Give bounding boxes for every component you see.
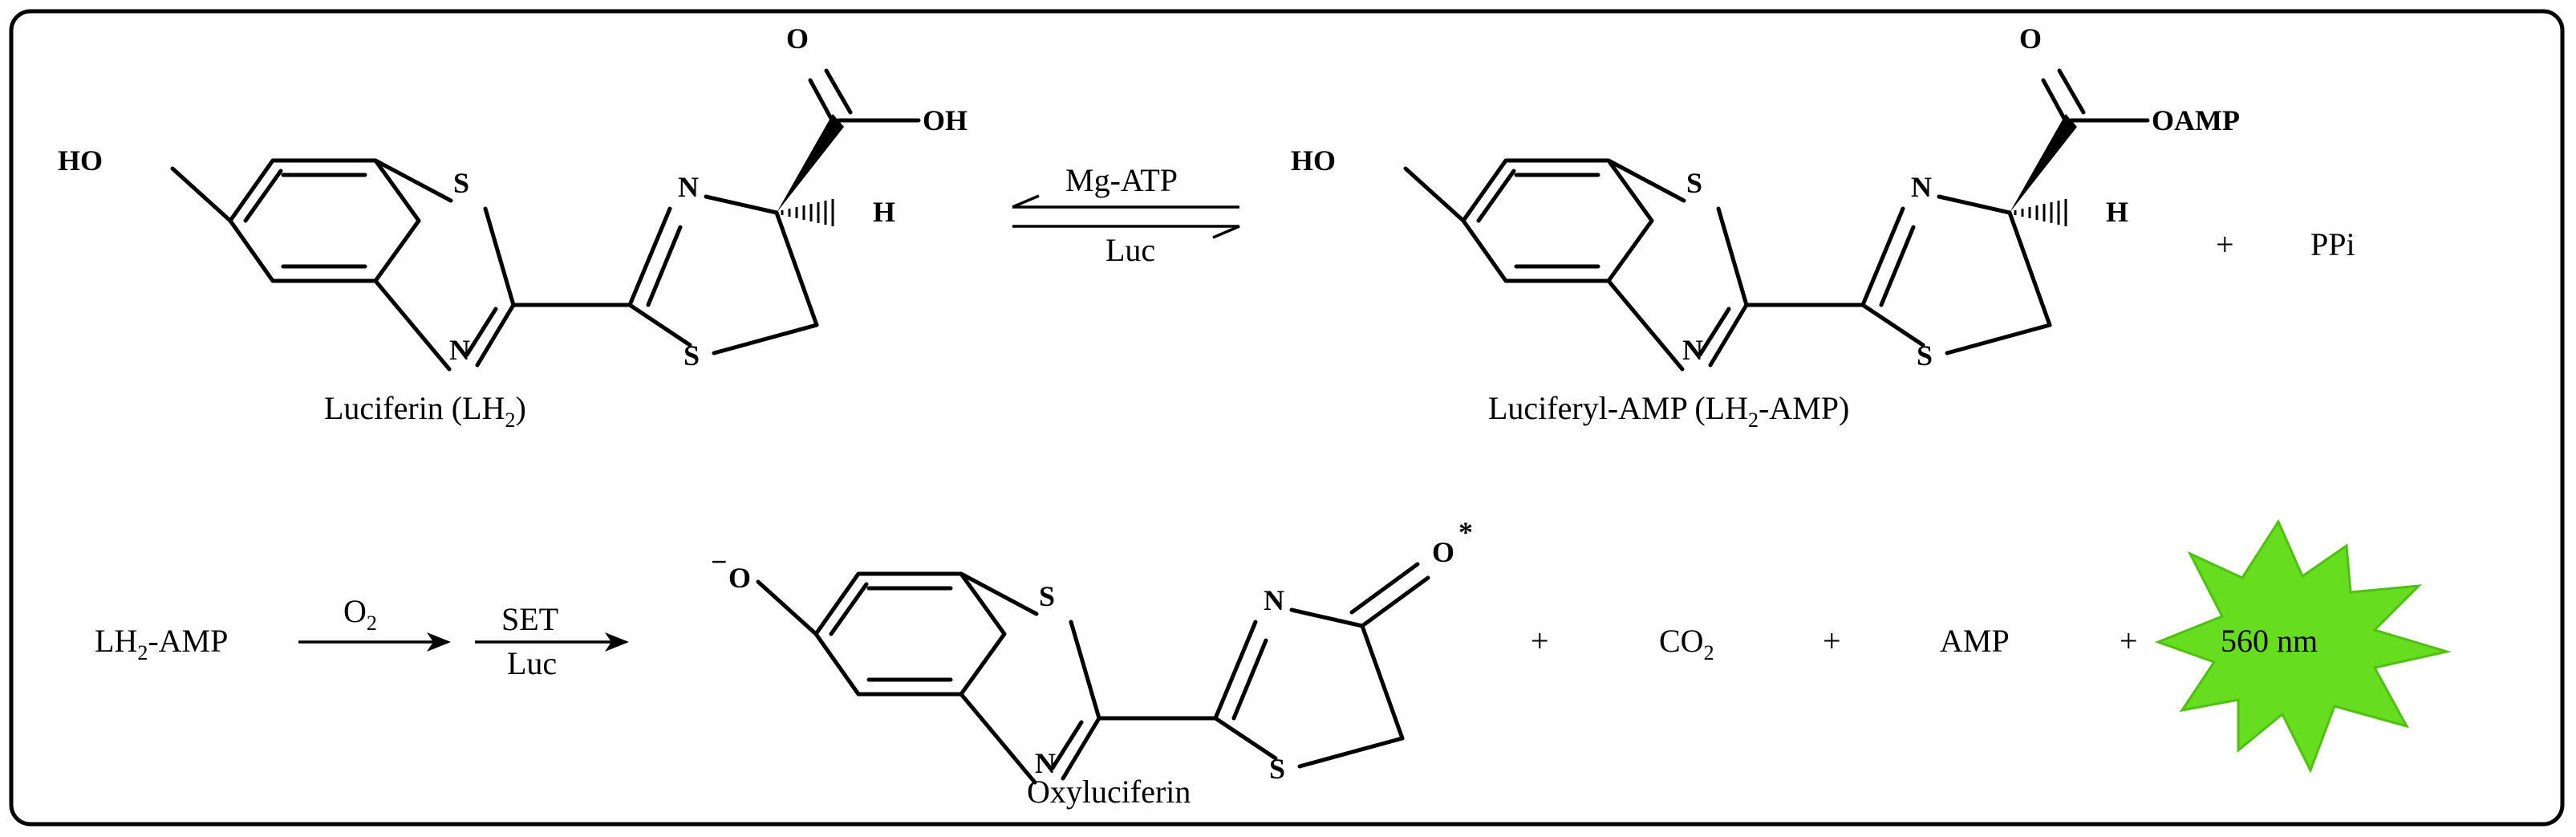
luciferyl-amp-structure: HO S N N S O OAMP H: [1291, 22, 2240, 372]
light-wavelength-label: 560 nm: [2221, 623, 2318, 659]
luciferin-h-label: H: [873, 196, 895, 228]
luciferin-o-label: O: [786, 22, 809, 55]
luciferyl-amp-wedge-bond: [2010, 114, 2077, 213]
light-burst: 560 nm: [2154, 518, 2452, 774]
luciferyl-amp-n2-label: N: [1911, 171, 1932, 203]
luc-label-2: Luc: [507, 645, 557, 681]
luciferyl-amp-caption: Luciferyl-AMP (LH2-AMP): [1488, 390, 1849, 432]
amp-label: AMP: [1940, 623, 2010, 659]
luciferin-n2-label: N: [678, 171, 699, 203]
oxyluciferin-structure: [756, 562, 1430, 785]
luciferyl-amp-s1-label: S: [1686, 167, 1702, 199]
luciferin-n1-label: N: [449, 334, 470, 366]
plus-ppi: +: [2216, 226, 2234, 262]
luciferin-s2-label: S: [684, 339, 700, 372]
luciferyl-amp-oamp-label: OAMP: [2152, 104, 2240, 136]
o2-label: O2: [343, 593, 377, 635]
luciferin-caption: Luciferin (LH2): [324, 390, 526, 432]
mg-atp-label: Mg-ATP: [1065, 162, 1178, 198]
frame: [9, 9, 2565, 827]
luciferin-structure: HO S N N S O OH H Luciferin (LH2): [58, 22, 968, 432]
equilibrium-arrows: [1012, 194, 1240, 239]
oxyluciferin-o-label: O: [1432, 536, 1454, 568]
luciferin-s1-label: S: [453, 167, 469, 199]
luciferyl-amp-ho-label: HO: [1291, 144, 1336, 177]
oxyluciferin-s2-label: S: [1269, 753, 1285, 785]
oxyluciferin-s1-label: S: [1039, 580, 1055, 612]
set-arrow: [475, 632, 629, 652]
luciferin-wedge-bond: [777, 114, 844, 213]
co2-label: CO2: [1659, 623, 1714, 664]
luciferyl-amp-bonds: [1403, 68, 2150, 372]
luciferyl-amp-n1-label: N: [1682, 334, 1703, 366]
luciferyl-amp-s2-label: S: [1917, 339, 1933, 372]
luciferyl-amp-h-label: H: [2106, 196, 2128, 228]
luciferin-hash-bond: [781, 199, 834, 226]
luciferin-ho-label: HO: [58, 144, 103, 177]
oxyluciferin-bonds: [756, 562, 1430, 785]
oxyluciferin-charge: −: [711, 546, 728, 578]
luciferyl-amp-o-label: O: [2019, 22, 2042, 55]
luciferin-oh-label: OH: [923, 104, 968, 136]
oxyluciferin-star: *: [1458, 516, 1473, 548]
plus-light: +: [2120, 623, 2138, 659]
lh2-amp-reactant: LH2-AMP: [95, 623, 228, 664]
oxyluciferin-o-minus-label: O: [728, 562, 751, 594]
oxyluciferin-n1-label: N: [1035, 747, 1056, 779]
oxyluciferin-caption: Oxyluciferin: [1027, 774, 1191, 810]
set-label: SET: [501, 601, 558, 637]
light-burst-shape: [2154, 518, 2452, 774]
plus-co2: +: [1531, 623, 1549, 659]
oxyluciferin-n2-label: N: [1264, 584, 1284, 616]
luciferin-bonds: [170, 68, 921, 372]
luc-label-1: Luc: [1105, 232, 1155, 268]
plus-amp: +: [1823, 623, 1841, 659]
oxygen-arrow: [298, 632, 451, 652]
luciferyl-amp-hash-bond: [2014, 199, 2067, 226]
ppi-label: PPi: [2310, 226, 2355, 262]
